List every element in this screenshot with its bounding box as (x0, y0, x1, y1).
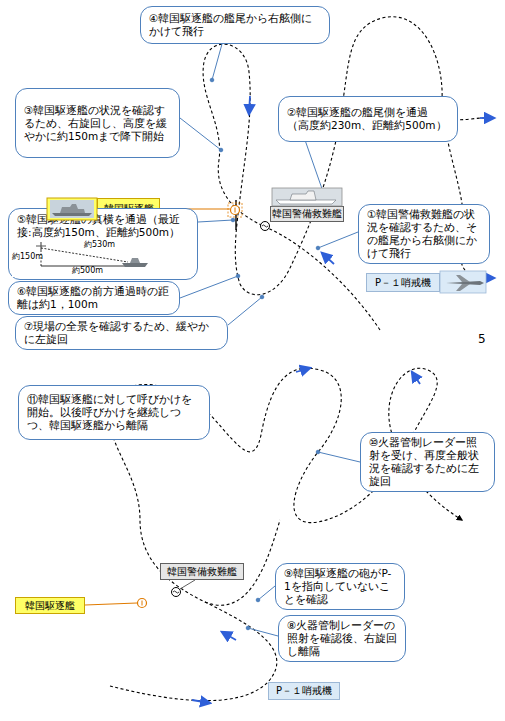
callout-box: ③韓国駆逐艦の状況を確認するため、右旋回し、高度を緩やかに約150mまで降下開始 (15, 88, 180, 158)
callout-box: ⑦現場の全景を確認するため、緩やかに左旋回 (15, 316, 228, 350)
rescue-ship-marker (172, 588, 181, 597)
node-text: ⑤韓国駆逐艦の真横を通過（最近接:高度約150m、距離約500m） (17, 213, 189, 239)
direction-arrow (322, 253, 334, 264)
approach-mark (235, 200, 236, 230)
node-text: 韓国警備救難艦 (167, 565, 237, 579)
direction-arrow (480, 117, 494, 119)
node-text: ⑥韓国駆逐艦の前方通過時の距離は約1，100m (17, 285, 171, 311)
node-text: ⑨韓国駆逐艦の砲がP-1を指向していないことを確認 (284, 567, 396, 606)
aircraft-photo (440, 271, 486, 293)
node-text: ②韓国駆逐艦の艦尾側を通過（高度約230m、距離約500m） (287, 106, 449, 132)
rescue-ship-photo (272, 188, 342, 206)
dimension-label: 約530m (84, 241, 115, 249)
direction-arrow (480, 277, 494, 279)
callout-box: ⑧火器管制レーダーの照射を確認後、右旋回し離隔 (278, 615, 406, 662)
ship-leader (85, 603, 137, 605)
dimension-label: 約500m (72, 267, 103, 275)
node-text: ⑦現場の全景を確認するため、緩やかに左旋回 (24, 320, 219, 346)
leader-lines (180, 44, 358, 325)
direction-arrow (412, 372, 420, 384)
node-text: ⑧火器管制レーダーの照射を確認後、右旋回し離隔 (287, 619, 397, 658)
direction-arrow (222, 632, 236, 640)
direction-arrow (296, 368, 310, 372)
node-text: 韓国警備救難艦 (272, 207, 342, 221)
callout-box: ④韓国駆逐艦の艦尾から右舷側にかけて飛行 (140, 6, 330, 44)
flight-track (203, 17, 484, 330)
node-text: ⑩火器管制レーダー照射を受け、再度全般状況を確認するために左旋回 (369, 436, 486, 488)
ship-leader (180, 580, 195, 589)
aircraft-label: P－１哨戒機 (268, 682, 340, 700)
node-text: P－１哨戒機 (375, 276, 431, 290)
callout-box: ⑪韓国駆逐艦に対して呼びかけを開始。以後呼びかけを継続しつつ、韓国駆逐艦から離隔 (18, 385, 210, 440)
rescue-ship-marker (261, 222, 270, 231)
node-text: 韓国駆逐艦 (25, 599, 75, 613)
destroyer-marker (138, 599, 147, 608)
callout-box: ⑨韓国駆逐艦の砲がP-1を指向していないことを確認 (275, 563, 405, 610)
destroyer-marker (228, 203, 242, 217)
dimension-label: 約150m (12, 253, 43, 261)
direction-arrow (249, 96, 250, 114)
node-text: P－１哨戒機 (276, 684, 332, 698)
node-text: ④韓国駆逐艦の艦尾から右舷側にかけて飛行 (149, 12, 321, 38)
callout-box: ⑥韓国駆逐艦の前方通過時の距離は約1，100m (8, 281, 180, 315)
callout-box: ②韓国駆逐艦の艦尾側を通過（高度約230m、距離約500m） (278, 96, 458, 142)
approach-inset (12, 240, 192, 277)
callout-box: ⑩火器管制レーダー照射を受け、再度全般状況を確認するために左旋回 (360, 432, 495, 492)
ship-label: 韓国警備救難艦 (270, 206, 344, 222)
page-number: 5 (478, 333, 486, 345)
callout-box: ①韓国警備救難艦の状況を確認するため、その艦尾から右舷側にかけて飛行 (358, 204, 490, 264)
ship-label: 韓国駆逐艦 (15, 597, 85, 614)
aircraft-label: P－１哨戒機 (366, 273, 440, 292)
destroyer-photo (47, 198, 97, 220)
node-text: ③韓国駆逐艦の状況を確認するため、右旋回し、高度を緩やかに約150mまで降下開始 (24, 104, 171, 143)
ship-label: 韓国警備救難艦 (160, 563, 244, 580)
node-text: ⑪韓国駆逐艦に対して呼びかけを開始。以後呼びかけを継続しつつ、韓国駆逐艦から離隔 (27, 393, 201, 432)
node-text: ①韓国警備救難艦の状況を確認するため、その艦尾から右舷側にかけて飛行 (367, 208, 481, 260)
direction-arrow (192, 700, 210, 703)
